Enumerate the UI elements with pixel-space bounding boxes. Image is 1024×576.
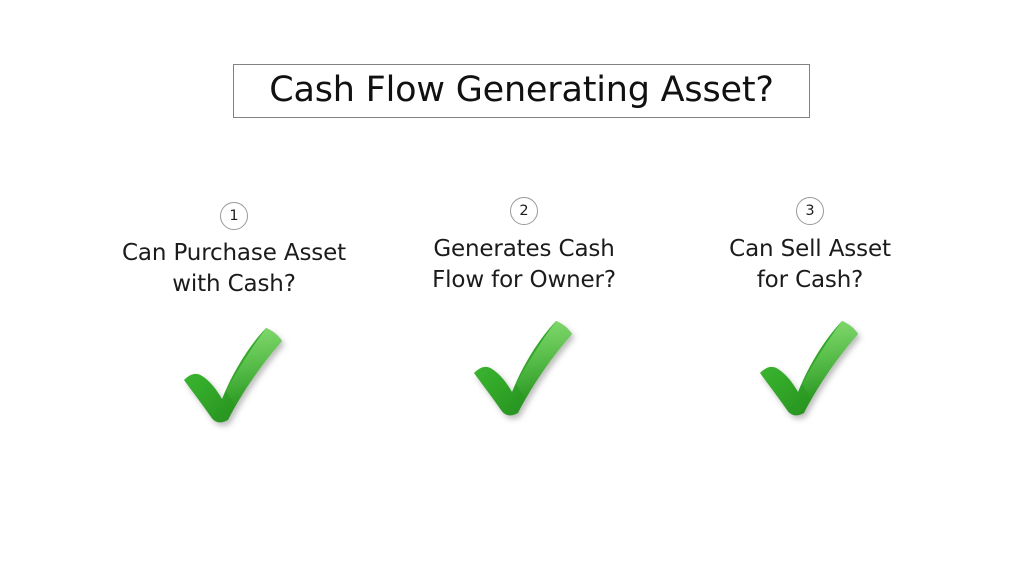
green-check-mark-icon-2 [464, 307, 584, 427]
green-check-mark-icon-3 [750, 307, 870, 427]
step-number-badge-3: 3 [796, 197, 824, 225]
criteria-question-3: Can Sell Asset for Cash? [729, 236, 891, 293]
criteria-column-3: 3 Can Sell Asset for Cash? [660, 190, 960, 427]
step-number-badge-1: 1 [220, 202, 248, 230]
page-title: Cash Flow Generating Asset? [269, 69, 774, 110]
green-check-mark-icon-1 [174, 314, 294, 434]
criteria-column-2: 2 Generates Cash Flow for Owner? [374, 190, 674, 427]
criteria-question-2: Generates Cash Flow for Owner? [432, 236, 616, 293]
criteria-question-1: Can Purchase Asset with Cash? [122, 240, 346, 297]
criteria-column-1: 1 Can Purchase Asset with Cash? [84, 190, 384, 434]
step-number-badge-2: 2 [510, 197, 538, 225]
title-box: Cash Flow Generating Asset? [233, 64, 810, 118]
